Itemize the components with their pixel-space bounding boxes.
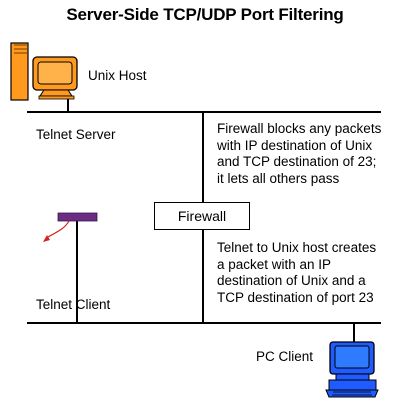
firewall-box: Firewall <box>154 202 250 230</box>
firewall-rule-note: Firewall blocks any packets with IP dest… <box>217 121 381 187</box>
firewall-rule-line-4: it lets all others pass <box>217 170 340 186</box>
firewall-rule-line-1: Firewall blocks any packets <box>217 121 382 136</box>
curved-arrow-icon <box>47 220 70 238</box>
red-arrowhead-icon <box>43 235 50 242</box>
telnet-packet-line-2: a packet with an IP <box>217 256 332 272</box>
firewall-rule-line-3: and TCP destination of 23; <box>217 154 377 169</box>
telnet-packet-note: Telnet to Unix host creates a packet wit… <box>217 240 376 306</box>
telnet-client-label: Telnet Client <box>36 297 111 312</box>
diagram-title: Server-Side TCP/UDP Port Filtering <box>66 5 344 24</box>
telnet-packet-line-3: destination of Unix and a <box>217 273 366 288</box>
pc-client-label: PC Client <box>256 349 314 364</box>
unix-host-label: Unix Host <box>88 68 147 83</box>
unix-host-computer-icon <box>10 42 78 101</box>
firewall-label: Firewall <box>177 208 227 224</box>
firewall-rule-line-2: with IP destination of Unix <box>217 137 373 153</box>
telnet-packet-line-4: TCP destination of port 23 <box>217 289 374 305</box>
telnet-server-label: Telnet Server <box>36 127 116 142</box>
telnet-packet-line-1: Telnet to Unix host creates <box>217 240 377 255</box>
pc-client-computer-icon <box>325 341 379 398</box>
telnet-client-device-icon <box>43 212 98 242</box>
